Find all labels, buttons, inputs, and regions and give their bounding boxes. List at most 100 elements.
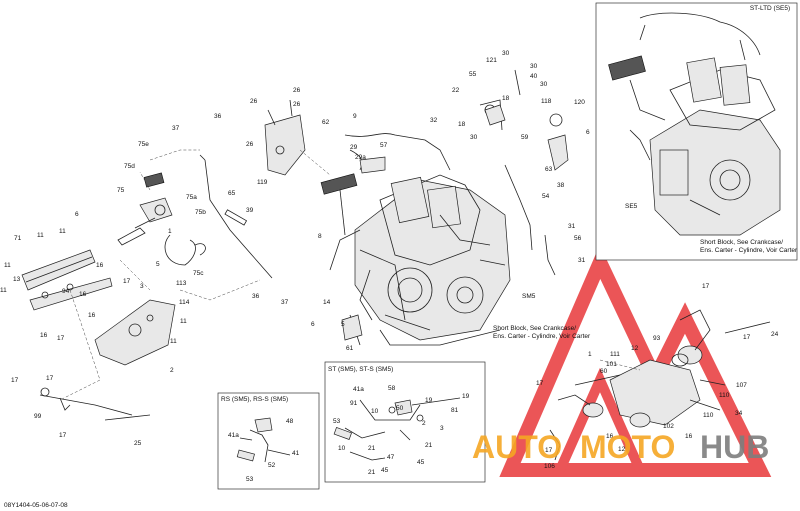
inset-title-stltd: ST-LTD (SE5) bbox=[750, 5, 790, 12]
callout-label: 16 bbox=[685, 433, 693, 440]
callout-label: 18 bbox=[458, 121, 466, 128]
callout-label: 54 bbox=[542, 193, 550, 200]
callout-label: 26 bbox=[246, 141, 254, 148]
callout-label: 30 bbox=[470, 134, 478, 141]
callout-label: 75a bbox=[186, 194, 197, 201]
callout-label: 41a bbox=[228, 432, 239, 439]
callout-label: 11 bbox=[37, 232, 44, 239]
callout-label: 75b bbox=[195, 209, 206, 216]
callout-label: 101 bbox=[606, 361, 617, 368]
callout-label: 45 bbox=[381, 467, 389, 474]
callout-label: 53 bbox=[246, 476, 254, 483]
callout-label: 111 bbox=[610, 351, 620, 358]
callout-label: 17 bbox=[545, 447, 553, 454]
callout-label: 58 bbox=[388, 385, 396, 392]
callout-label: 106 bbox=[544, 463, 555, 470]
callout-label: 17 bbox=[536, 380, 544, 387]
callout-label: 18 bbox=[502, 95, 510, 102]
callout-label: 17 bbox=[46, 375, 54, 382]
callout-label: 56 bbox=[574, 235, 582, 242]
callout-label: 114 bbox=[179, 299, 190, 306]
callout-label: 41a bbox=[353, 386, 364, 393]
callout-label: 121 bbox=[486, 57, 497, 64]
callout-label: 52 bbox=[268, 462, 276, 469]
callout-label: 25 bbox=[134, 440, 142, 447]
callout-label: 21 bbox=[425, 442, 433, 449]
callout-label: 8 bbox=[318, 233, 322, 240]
upper-bracket-assembly bbox=[264, 99, 331, 176]
callout-label: 1 bbox=[168, 228, 172, 235]
callout-label: 11 bbox=[170, 338, 177, 345]
inset-stltd bbox=[595, 2, 798, 261]
callout-label: 93 bbox=[653, 335, 661, 342]
callout-label: 102 bbox=[663, 423, 674, 430]
callout-label: 3 bbox=[140, 283, 144, 290]
callout-label: 75c bbox=[193, 270, 204, 277]
callout-label: 94 bbox=[62, 288, 70, 295]
callout-label: 71 bbox=[14, 235, 22, 242]
callout-label: 63 bbox=[545, 166, 553, 173]
callout-label: 10 bbox=[371, 408, 379, 415]
callout-label: 36 bbox=[252, 293, 260, 300]
callout-label: 10 bbox=[338, 445, 346, 452]
callout-label: 17 bbox=[11, 377, 19, 384]
callout-label: 16 bbox=[88, 312, 96, 319]
callout-label: 3 bbox=[440, 425, 444, 432]
callout-label: 91 bbox=[350, 400, 358, 407]
callout-label: 107 bbox=[736, 382, 747, 389]
callout-label: 99 bbox=[34, 413, 42, 420]
callout-label: 60 bbox=[600, 368, 608, 375]
callout-label: 16 bbox=[40, 332, 48, 339]
callout-label: 81 bbox=[451, 407, 459, 414]
front-lever-assembly bbox=[117, 149, 273, 279]
callout-label: 61 bbox=[346, 345, 354, 352]
callout-label: 12 bbox=[631, 345, 639, 352]
callout-label: 65 bbox=[228, 190, 236, 197]
callout-label: 37 bbox=[172, 125, 180, 132]
callout-label: 19 bbox=[462, 393, 470, 400]
callout-label: 29 bbox=[350, 144, 358, 151]
callout-label: 48 bbox=[286, 418, 294, 425]
callout-label: 120 bbox=[574, 99, 585, 106]
callout-label: 45 bbox=[417, 459, 425, 466]
callout-label: 24 bbox=[771, 331, 779, 338]
callout-label: 50 bbox=[396, 405, 404, 412]
note-short-block-main-2: Ens. Carter - Cylindre, Voir Carter bbox=[493, 333, 591, 340]
callout-label: 26 bbox=[250, 98, 258, 105]
callout-label: 12 bbox=[618, 446, 626, 453]
diagram-code: 08Y1404-05-06-07-08 bbox=[4, 502, 68, 509]
callout-label: 30 bbox=[530, 63, 538, 70]
callout-label: 110 bbox=[703, 412, 714, 419]
callout-label: 75 bbox=[117, 187, 125, 194]
callout-label: 13 bbox=[13, 276, 21, 283]
watermark-logo-shapes bbox=[499, 245, 772, 477]
label-se5: SE5 bbox=[625, 203, 638, 210]
watermark-moto: MOTO bbox=[580, 429, 675, 465]
callout-label: 38 bbox=[557, 182, 565, 189]
callout-label: 2 bbox=[170, 367, 174, 374]
label-sm5: SM5 bbox=[522, 293, 536, 300]
callout-label: 17 bbox=[702, 283, 710, 290]
callout-label: 75d bbox=[124, 163, 135, 170]
callout-label: 9 bbox=[353, 113, 357, 120]
watermark-text: AUTO MOTO HUB bbox=[472, 429, 769, 465]
callout-label: 17 bbox=[59, 432, 67, 439]
callout-label: 11 bbox=[4, 262, 11, 269]
callout-label: 53 bbox=[333, 418, 341, 425]
callout-label: 1 bbox=[588, 351, 592, 358]
inset-rs bbox=[217, 392, 320, 490]
callout-label: 6 bbox=[586, 129, 590, 136]
callout-label: 19 bbox=[425, 397, 433, 404]
watermark-hub: HUB bbox=[700, 429, 769, 465]
callout-label: 30 bbox=[540, 81, 548, 88]
callout-label: 21 bbox=[368, 445, 376, 452]
left-frame-assembly bbox=[21, 249, 261, 421]
callout-label: 118 bbox=[541, 98, 552, 105]
callout-label: 26 bbox=[293, 101, 301, 108]
engine-block-main bbox=[320, 69, 569, 346]
callout-label: 17 bbox=[743, 334, 751, 341]
callout-label: 14 bbox=[323, 299, 331, 306]
callout-label: 39 bbox=[246, 207, 254, 214]
